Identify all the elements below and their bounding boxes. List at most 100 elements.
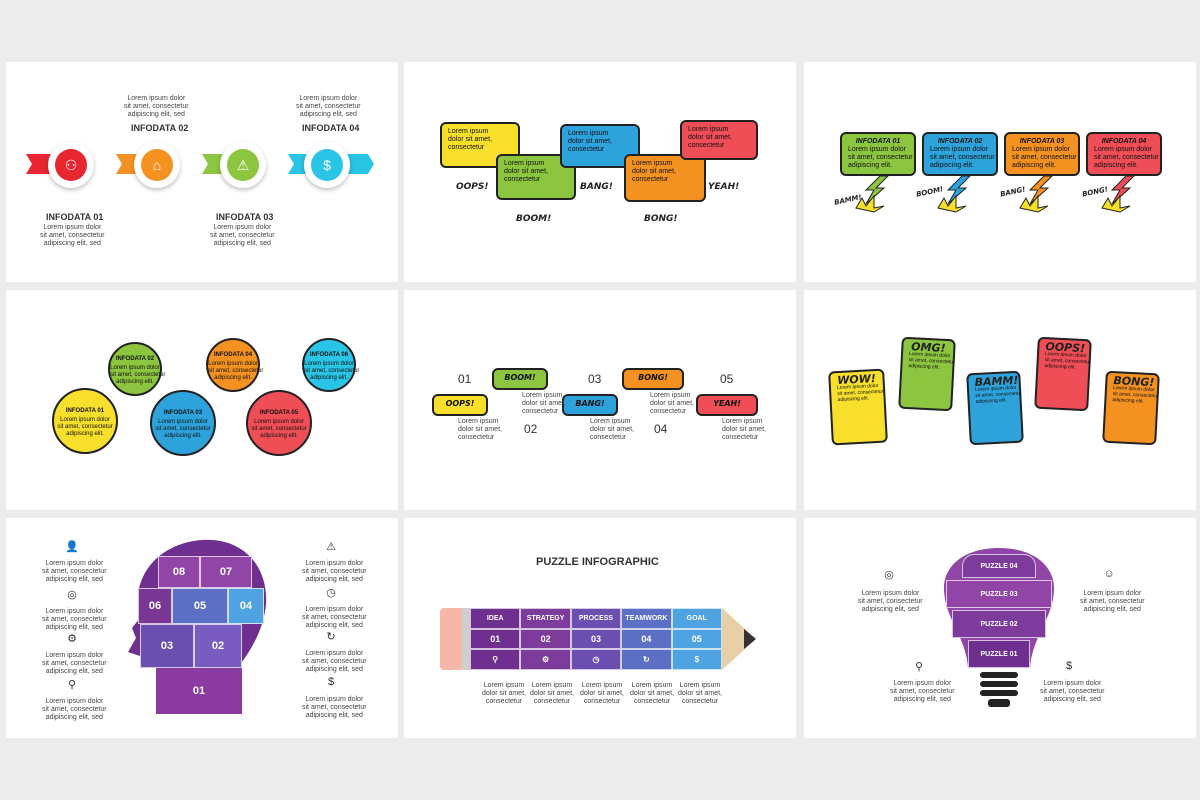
globe-icon: ◎	[67, 589, 77, 601]
infodata-title: INFODATA 02	[131, 123, 189, 133]
infodata-text: Lorem ipsum dolor sit amet, consectetur …	[40, 224, 105, 247]
infodata-title: INFODATA 01	[46, 212, 104, 222]
gear-icon: ⚙	[67, 633, 77, 645]
lightbulb-icon: ⚲	[67, 679, 77, 691]
info-text: Lorem ipsum dolor sit amet, consectetur …	[42, 652, 107, 675]
slide-pencil-puzzle: PUZZLE INFOGRAPHIC IDEA STRATEGY PROCESS…	[404, 518, 796, 738]
refresh-icon: ↻	[621, 649, 672, 670]
pencil-number: 04	[621, 628, 672, 650]
bubble-title: INFODATA 03	[163, 410, 203, 416]
info-text: Lorem ipsum dolor sit amet, consectetur …	[302, 650, 367, 673]
bubble-text: Lorem ipsum dolor sit amet, consectetur …	[908, 351, 955, 371]
speech-bubble: Lorem ipsum dolor sit amet, consectetur	[440, 122, 520, 168]
clock-icon: ◷	[570, 649, 622, 670]
pill-text: Lorem ipsum dolor sit amet, consectetur	[458, 418, 502, 441]
box-title: INFODATA 01	[855, 138, 901, 145]
dollar-icon: $	[1065, 660, 1073, 672]
lightbulb-icon: ⚲	[914, 661, 924, 673]
column-text: Lorem ipsum dolor sit amet, consectetur	[580, 682, 624, 705]
info-box: INFODATA 01 Lorem ipsum dolor sit amet, …	[840, 132, 916, 176]
tall-bubble: BONG! Lorem ipsum dolor sit amet, consec…	[1102, 370, 1160, 446]
comic-word: BANG!	[580, 182, 613, 192]
bubble-title: INFODATA 06	[309, 352, 349, 358]
slide-lightbulb-puzzle: PUZZLE 04 PUZZLE 03 PUZZLE 02 PUZZLE 01 …	[804, 518, 1196, 738]
bubble-text: Lorem ipsum dolor sit amet, consectetur …	[155, 419, 211, 439]
box-text: Lorem ipsum dolor sit amet, consectetur …	[1094, 146, 1159, 169]
step-circle-3: ⚠	[220, 142, 266, 188]
info-text: Lorem ipsum dolor sit amet, consectetur …	[42, 608, 107, 631]
warning-icon: ⚠	[326, 541, 336, 553]
comic-word: OOPS!	[456, 182, 489, 192]
podium-icon: ⌂	[141, 149, 173, 181]
slide-title: PUZZLE INFOGRAPHIC	[536, 556, 659, 568]
pencil-label: STRATEGY	[520, 608, 571, 629]
slide-circle-bubbles: INFODATA 01 Lorem ipsum dolor sit amet, c…	[6, 290, 398, 510]
step-number: 01	[458, 372, 472, 386]
puzzle-piece: 01	[156, 668, 242, 714]
info-box: INFODATA 04 Lorem ipsum dolor sit amet, …	[1086, 132, 1162, 176]
pencil-number: 02	[520, 628, 571, 650]
comic-word: BONG!	[644, 214, 678, 224]
puzzle-piece: 02	[194, 624, 242, 668]
column-text: Lorem ipsum dolor sit amet, consectetur	[678, 682, 722, 705]
bubble-title: INFODATA 04	[213, 352, 253, 358]
box-text: Lorem ipsum dolor sit amet, consectetur …	[848, 146, 913, 169]
box-text: Lorem ipsum dolor sit amet, consectetur …	[1012, 146, 1077, 169]
puzzle-piece: PUZZLE 01	[968, 640, 1030, 668]
pencil-label: GOAL	[671, 608, 722, 629]
dollar-icon: $	[327, 676, 335, 688]
info-text: Lorem ipsum dolor sit amet, consectetur …	[42, 560, 107, 583]
lightbulb-icon: ⚇	[55, 149, 87, 181]
box-title: INFODATA 04	[1101, 138, 1147, 145]
info-box: INFODATA 03 Lorem ipsum dolor sit amet, …	[1004, 132, 1080, 176]
bubble-text: Lorem ipsum dolor sit amet, consectetur …	[974, 384, 1022, 405]
infodata-text: Lorem ipsum dolor sit amet, consectetur …	[124, 95, 189, 118]
speech-bubble: Lorem ipsum dolor sit amet, consectetur	[560, 124, 640, 168]
bubble-text: Lorem ipsum dolor sit amet, consectetur …	[1112, 385, 1159, 405]
pill-text: Lorem ipsum dolor sit amet, consectetur	[590, 418, 634, 441]
puzzle-piece: PUZZLE 04	[962, 554, 1036, 578]
column-text: Lorem ipsum dolor sit amet, consectetur	[530, 682, 574, 705]
slide-comic-boxes: INFODATA 01 Lorem ipsum dolor sit amet, …	[804, 62, 1196, 282]
box-text: Lorem ipsum dolor sit amet, consectetur …	[930, 146, 995, 169]
puzzle-piece: PUZZLE 02	[952, 610, 1046, 638]
gear-icon: ⚙	[520, 649, 571, 670]
bubble-text: Lorem ipsum dolor sit amet, consectetur …	[836, 382, 884, 404]
pill-text: Lorem ipsum dolor sit amet, consectetur	[722, 418, 766, 441]
lightning-bolts	[855, 175, 1136, 213]
head-icon: ☺	[1103, 568, 1115, 580]
bubble-title: INFODATA 01	[65, 408, 105, 414]
slide-tall-bubbles: WOW! Lorem ipsum dolor sit amet, consect…	[804, 290, 1196, 510]
pencil-number: 01	[470, 628, 521, 650]
bubble-title: INFODATA 05	[259, 410, 299, 416]
bubble-title: INFODATA 02	[115, 356, 155, 362]
info-text: Lorem ipsum dolor sit amet, consectetur …	[858, 590, 923, 613]
step-circle-4: $	[304, 142, 350, 188]
info-text: Lorem ipsum dolor sit amet, consectetur …	[1040, 680, 1105, 703]
pill-bubble: YEAH!	[696, 394, 758, 416]
column-text: Lorem ipsum dolor sit amet, consectetur	[482, 682, 526, 705]
pill-text: Lorem ipsum dolor sit amet, consectetur	[522, 392, 566, 415]
warning-icon: ⚠	[227, 149, 259, 181]
info-text: Lorem ipsum dolor sit amet, consectetur …	[302, 560, 367, 583]
info-text: Lorem ipsum dolor sit amet, consectetur …	[302, 696, 367, 719]
lightbulb-icon: ⚲	[470, 649, 521, 670]
info-text: Lorem ipsum dolor sit amet, consectetur …	[302, 606, 367, 629]
box-title: INFODATA 02	[937, 138, 983, 145]
infodata-text: Lorem ipsum dolor sit amet, consectetur …	[296, 95, 361, 118]
slide-comic-bubbles: Lorem ipsum dolor sit amet, consectetur …	[404, 62, 796, 282]
tall-bubble: WOW! Lorem ipsum dolor sit amet, consect…	[828, 368, 888, 446]
lightbulb-shape	[944, 548, 1054, 707]
step-circle-2: ⌂	[134, 142, 180, 188]
pill-bubble: BOOM!	[492, 368, 548, 390]
step-number: 02	[524, 422, 538, 436]
dollar-icon: $	[311, 149, 343, 181]
puzzle-piece: 08	[158, 556, 200, 588]
tall-bubble: OMG! Lorem ipsum dolor sit amet, consect…	[898, 336, 956, 412]
puzzle-piece: 03	[140, 624, 194, 668]
step-number: 03	[588, 372, 602, 386]
